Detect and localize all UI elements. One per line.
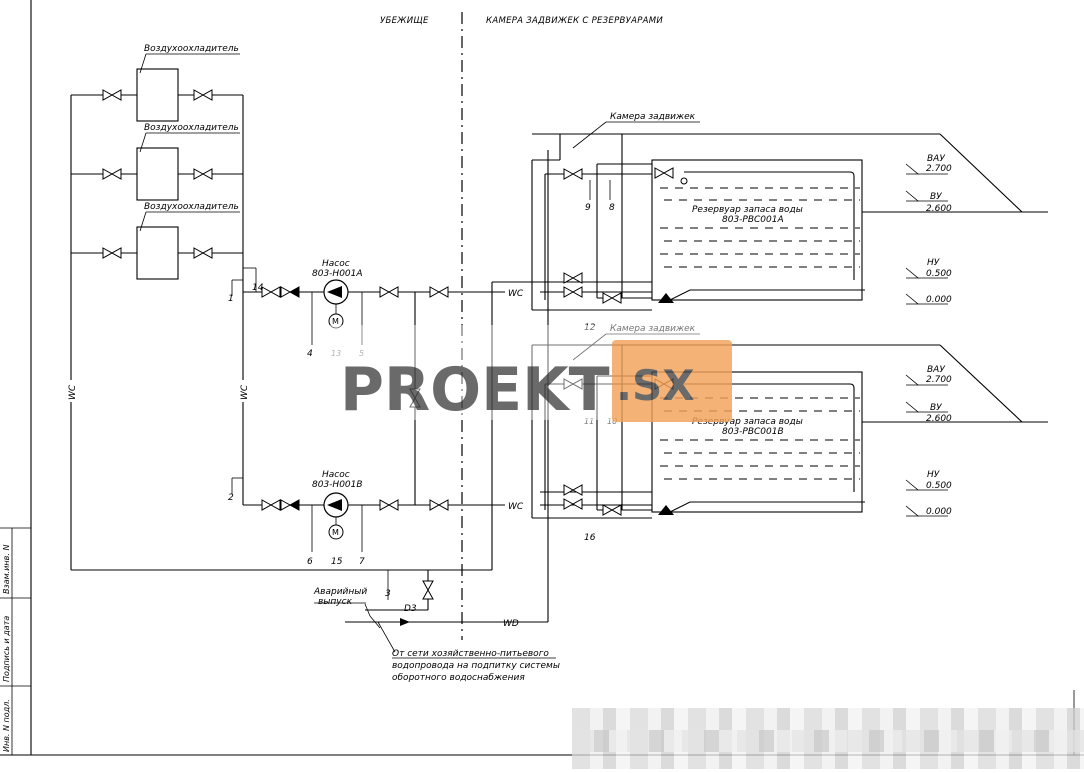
pump-a-code: 803-Н001А xyxy=(312,269,363,279)
stamp-signature-date: Подпись и дата xyxy=(2,616,11,682)
pos-12: 12 xyxy=(584,323,596,333)
emergency-and-supply: Аварийный выпуск D3 WD От сети хозяйстве… xyxy=(313,150,560,683)
watermark-dot: .SX xyxy=(616,361,695,410)
tank-a-code: 803-РВС001А xyxy=(722,215,784,225)
air-coolers: Воздухоохладитель Воздухоохладитель Возд… xyxy=(70,44,244,570)
pos-8: 8 xyxy=(609,203,615,213)
pos-14: 14 xyxy=(252,283,264,293)
pos-15: 15 xyxy=(331,557,343,567)
pump-a-title: Насос xyxy=(322,259,350,269)
stamp-replace-inv: Взам.инв. N xyxy=(2,545,11,594)
pos-7: 7 xyxy=(359,557,365,567)
pump-b-code: 803-Н001В xyxy=(312,480,363,490)
pump-line-a: M Насос 803-Н001А xyxy=(231,259,522,345)
pos-4: 4 xyxy=(307,349,313,359)
cooler-label-2: Воздухоохладитель xyxy=(144,123,239,133)
d3-label: D3 xyxy=(404,604,417,614)
cooler-label-1: Воздухоохладитель xyxy=(144,44,239,54)
wc-vertical-labels: WC WC xyxy=(64,380,250,402)
header-valve-chamber: КАМЕРА ЗАДВИЖЕК С РЕЗЕРВУАРАМИ xyxy=(486,16,663,26)
pos-9: 9 xyxy=(585,203,591,213)
level-b-nu-value: 0.500 xyxy=(926,481,952,491)
emergency-outlet-1: Аварийный xyxy=(313,587,367,597)
level-a-vu-value: 2.600 xyxy=(926,204,952,214)
watermark-main: PROEKT xyxy=(340,355,610,425)
side-stamp: Инв. N подл. Подпись и дата Взам.инв. N xyxy=(2,545,11,752)
level-b-vau-name: ВАУ xyxy=(927,365,945,375)
wc-label-a: WC xyxy=(508,289,524,299)
tank-b-code: 803-РВС001В xyxy=(722,427,784,437)
tank-b-title: Резервуар запаса воды xyxy=(692,417,803,427)
level-b-vu-name: ВУ xyxy=(930,403,942,413)
cooler-row-3 xyxy=(71,211,243,280)
pump-line-b: M Насос 803-Н001В xyxy=(231,470,522,552)
pos-3: 3 xyxy=(385,589,391,599)
emergency-outlet-2: выпуск xyxy=(318,597,353,607)
level-b-vau-value: 2.700 xyxy=(926,375,952,385)
valve-chamber-b-label: Камера задвижек xyxy=(610,324,696,334)
level-a-vau-value: 2.700 xyxy=(926,164,952,174)
wc-label-mid: WC xyxy=(240,384,250,400)
pos-11: 11 xyxy=(584,417,594,426)
pos-1: 1 xyxy=(228,294,234,304)
wc-label-b: WC xyxy=(508,502,524,512)
pos-5: 5 xyxy=(359,349,364,358)
svg-text:M: M xyxy=(332,317,339,326)
wc-label-left: WC xyxy=(68,384,78,400)
level-b-vu-value: 2.600 xyxy=(926,414,952,424)
wd-label: WD xyxy=(503,619,519,629)
blurred-title-block-row xyxy=(572,730,1084,752)
levels-b: ВАУ 2.700 ВУ 2.600 НУ 0.500 0.000 xyxy=(905,365,952,517)
level-b-zero-value: 0.000 xyxy=(926,507,952,517)
position-numbers: 1 2 3 4 5 6 7 8 9 10 11 12 13 14 15 16 xyxy=(228,203,617,599)
cooler-row-1 xyxy=(71,53,243,122)
tank-a-title: Резервуар запаса воды xyxy=(692,205,803,215)
pos-13: 13 xyxy=(331,349,341,358)
level-a-nu-name: НУ xyxy=(927,258,940,268)
supply-note-3: оборотного водоснабжения xyxy=(392,673,525,683)
cooler-label-3: Воздухоохладитель xyxy=(144,202,239,212)
pos-16: 16 xyxy=(584,533,596,543)
pos-10: 10 xyxy=(607,417,617,426)
valve-chamber-a: Камера задвижек xyxy=(531,112,1023,311)
stamp-inv-number: Инв. N подл. xyxy=(2,699,11,752)
valve-chamber-a-label: Камера задвижек xyxy=(610,112,696,122)
level-a-nu-value: 0.500 xyxy=(926,269,952,279)
watermark-accent-box xyxy=(612,340,732,422)
levels-a: ВАУ 2.700 ВУ 2.600 НУ 0.500 0.000 xyxy=(905,154,952,305)
pos-6: 6 xyxy=(307,557,313,567)
level-a-vu-name: ВУ xyxy=(930,192,942,202)
header-shelter: УБЕЖИЩЕ xyxy=(380,16,429,26)
level-a-zero-value: 0.000 xyxy=(926,295,952,305)
level-a-vau-name: ВАУ xyxy=(927,154,945,164)
svg-text:M: M xyxy=(332,528,339,537)
level-b-nu-name: НУ xyxy=(927,470,940,480)
watermark: PROEKT .SX xyxy=(330,325,732,425)
cooler-row-2 xyxy=(71,132,243,201)
supply-note-1: От сети хозяйственно-питьевого xyxy=(392,649,549,659)
supply-note-2: водопровода на подпитку системы xyxy=(392,661,560,671)
pos-2: 2 xyxy=(228,493,234,503)
pump-b-title: Насос xyxy=(322,470,350,480)
tank-a: Резервуар запаса воды 803-РВС001А xyxy=(651,159,1048,303)
